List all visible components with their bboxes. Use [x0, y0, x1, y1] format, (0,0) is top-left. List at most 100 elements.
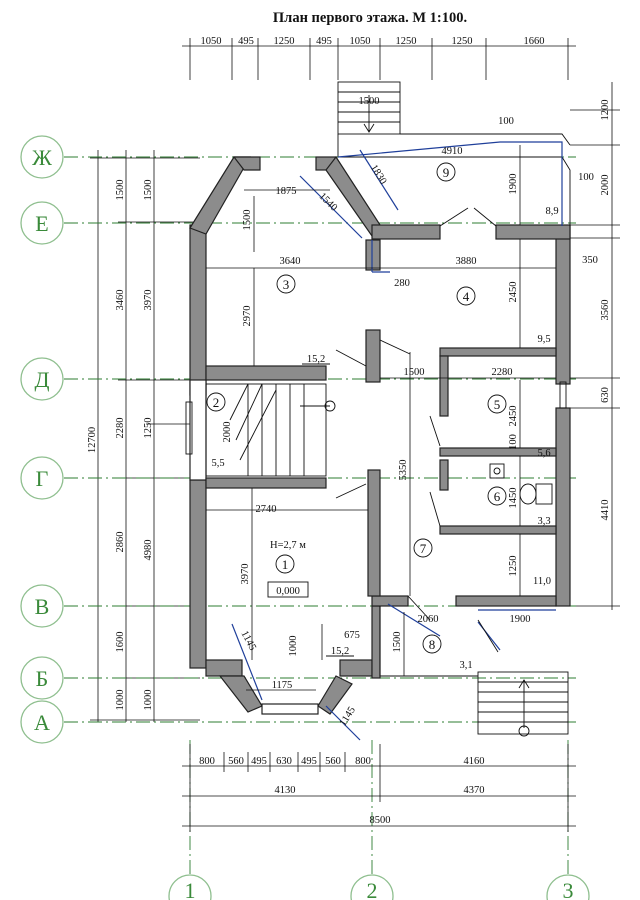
left-dim-b5: 1000: [143, 690, 154, 711]
dim-1145-b: 1145: [338, 705, 358, 728]
room-areas: 15,2 5,5 15,2 9,5 5,6 3,3 11,0 3,1 8,9 Н…: [211, 206, 558, 671]
right-dimension-chain: 1200 2000 350 3560 630 4410: [570, 82, 620, 610]
bottom-dim-4: 630: [276, 756, 292, 767]
dim-2000: 2000: [222, 422, 233, 443]
dim-1830: 1830: [368, 163, 388, 187]
bottom-dim-5: 495: [301, 756, 317, 767]
left-dim-a3: 2280: [115, 418, 126, 439]
room-number-5: 5: [494, 397, 501, 412]
left-dim-b2: 3970: [143, 290, 154, 311]
left-dim-a4: 2860: [115, 532, 126, 553]
right-dim-4: 3560: [600, 300, 611, 321]
right-dim-5: 630: [600, 387, 611, 403]
right-dim-6: 4410: [600, 500, 611, 521]
left-dim-a1: 1500: [115, 180, 126, 201]
inner-dimension-labels: 1500 100 4910 100 1830 1900 1875 1540 15…: [222, 96, 594, 728]
left-dim-b3: 1250: [143, 418, 154, 439]
axis-label-g: Г: [36, 466, 49, 491]
dim-4910: 4910: [442, 146, 463, 157]
axis-label-3: 3: [563, 878, 574, 900]
dim-3970: 3970: [240, 564, 251, 585]
vertical-axes: [189, 740, 569, 876]
top-dimension-chain: 1050 495 1250 495 1050 1250 1250 1660: [182, 36, 576, 80]
bottom-dim-8: 4160: [464, 756, 485, 767]
axis-markers-letters: Ж Е Д Г В Б А: [20, 135, 64, 744]
inner-dimension-lines: [206, 145, 556, 691]
top-dim-3: 1250: [274, 36, 295, 47]
axis-markers-numbers: 1 2 3: [168, 874, 590, 900]
dim-1875: 1875: [276, 186, 297, 197]
room-number-1: 1: [282, 557, 289, 572]
room-number-9: 9: [443, 165, 450, 180]
bottom-total-dim: 8500: [370, 815, 391, 826]
room-1-height: Н=2,7 м: [270, 540, 306, 551]
dim-1900-b: 1900: [510, 614, 531, 625]
left-dim-a2: 3460: [115, 290, 126, 311]
dim-1250: 1250: [508, 556, 519, 577]
left-dim-b1: 1500: [143, 180, 154, 201]
axis-label-d: Д: [34, 367, 49, 392]
room-number-2: 2: [213, 395, 220, 410]
bottom-dim-3: 495: [251, 756, 267, 767]
top-dim-7: 1250: [452, 36, 473, 47]
bottom-dimension-chains: 800 560 495 630 495 560 800 4160 4130 43…: [182, 744, 576, 832]
blue-dimension-lines: [231, 141, 563, 741]
axis-label-e: Е: [35, 211, 48, 236]
dim-2280: 2280: [492, 367, 513, 378]
bottom-dim-2: 560: [228, 756, 244, 767]
exterior-walls: [189, 155, 571, 715]
dim-100-a: 100: [498, 116, 514, 127]
top-dim-5: 1050: [350, 36, 371, 47]
room-markers: 1 2 3 4 5 6 7 8 9: [206, 162, 507, 654]
axis-label-2: 2: [367, 878, 378, 900]
room-number-6: 6: [494, 489, 501, 504]
bottom-dim-1: 800: [199, 756, 215, 767]
room-area-5: 5,6: [537, 448, 550, 459]
top-dim-6: 1250: [396, 36, 417, 47]
left-dimension-chains: 12700 1500 3460 2280 2860 1600 1000 1500…: [87, 150, 200, 722]
dim-100-c: 100: [508, 434, 519, 450]
plan-title: План первого этажа. М 1:100.: [273, 10, 467, 26]
dim-1500-d: 1500: [392, 632, 403, 653]
bottom-dim-6: 560: [325, 756, 341, 767]
right-dim-3: 350: [582, 255, 598, 266]
right-dim-1: 1200: [600, 100, 611, 121]
horizontal-axes: [64, 156, 576, 723]
porch-and-stairs: [205, 81, 569, 737]
bathroom-fixtures: [185, 381, 567, 505]
room-number-3: 3: [283, 277, 290, 292]
dim-2740: 2740: [256, 504, 277, 515]
top-dim-1: 1050: [201, 36, 222, 47]
left-dim-a5: 1600: [115, 632, 126, 653]
top-dim-8: 1660: [524, 36, 545, 47]
room-area-9: 8,9: [545, 206, 558, 217]
axis-label-b: Б: [36, 666, 49, 691]
room-area-3: 15,2: [307, 354, 325, 365]
left-outer-dim: 12700: [87, 427, 98, 453]
dim-1000: 1000: [288, 636, 299, 657]
axis-label-v: В: [35, 594, 50, 619]
room-number-7: 7: [420, 541, 427, 556]
room-area-1: 15,2: [331, 646, 349, 657]
dim-3640: 3640: [280, 256, 301, 267]
dim-1175: 1175: [272, 680, 293, 691]
room-area-6: 3,3: [537, 516, 550, 527]
dim-675: 675: [344, 630, 360, 641]
top-dim-4: 495: [316, 36, 332, 47]
left-dim-a6: 1000: [115, 690, 126, 711]
dim-1540: 1540: [316, 191, 339, 214]
room-number-4: 4: [463, 289, 470, 304]
dim-100-b: 100: [578, 172, 594, 183]
doors: [335, 207, 499, 653]
right-dim-2: 2000: [600, 175, 611, 196]
dim-1900-a: 1900: [508, 174, 519, 195]
dim-2450-a: 2450: [508, 282, 519, 303]
dim-5350: 5350: [398, 460, 409, 481]
left-dim-b4: 4980: [143, 540, 154, 561]
room-1-level: 0,000: [276, 586, 300, 597]
dim-1500-c: 1500: [404, 367, 425, 378]
bottom-dim-7: 800: [355, 756, 371, 767]
interior-walls: [205, 239, 557, 597]
axis-label-1: 1: [185, 878, 196, 900]
